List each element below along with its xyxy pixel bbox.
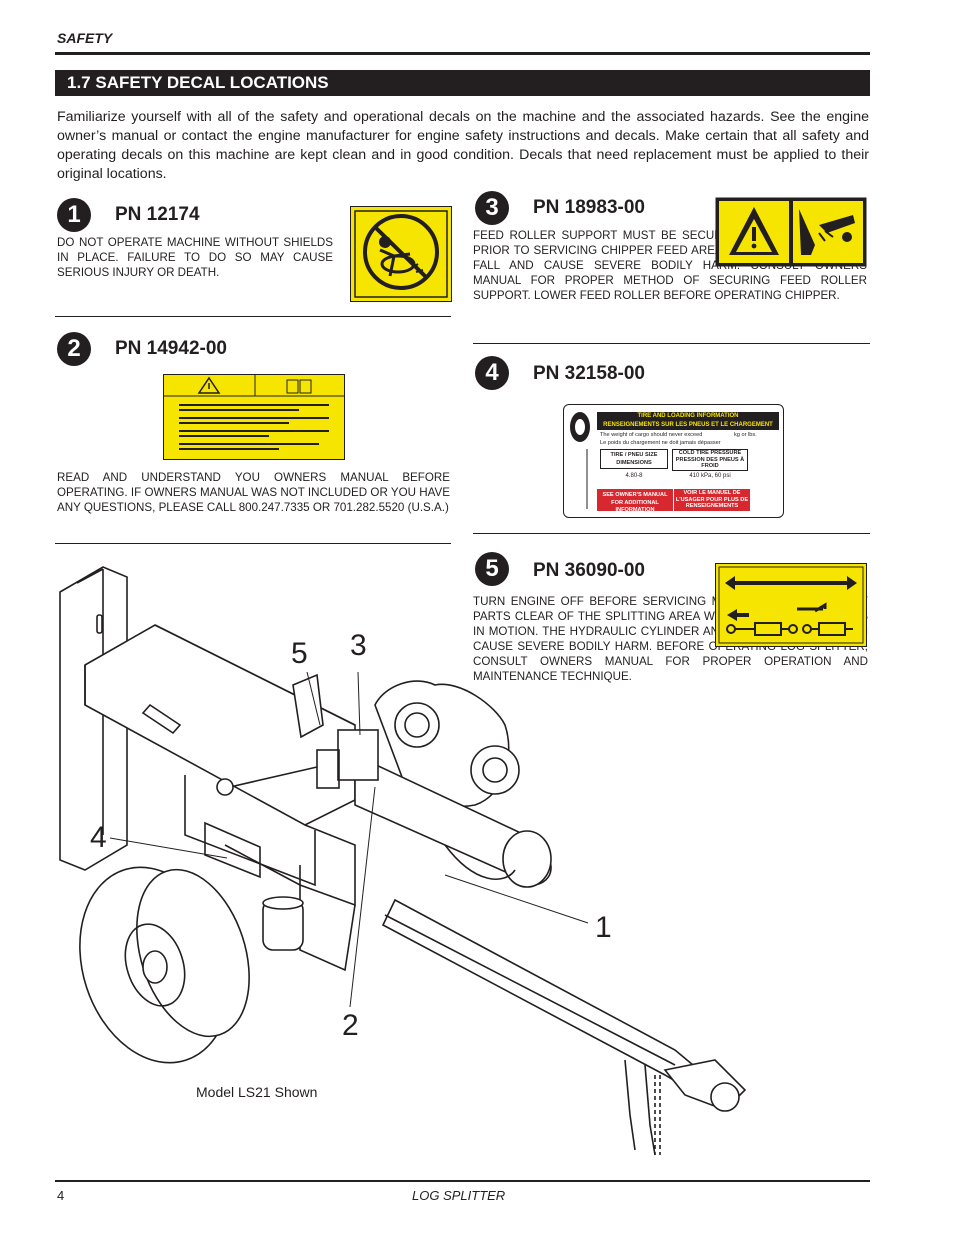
log-splitter-diagram: 5 3 4 1 2 bbox=[59, 566, 747, 1156]
decal-5-number: 5 bbox=[475, 552, 509, 586]
tire-see-fr: VOIR LE MANUEL DE L'USAGER POUR PLUS DE … bbox=[674, 489, 750, 511]
section-title: 1.7 SAFETY DECAL LOCATIONS bbox=[67, 73, 329, 92]
callout-1: 1 bbox=[595, 911, 612, 944]
tire-unit-lbs: lbs. bbox=[748, 432, 757, 438]
tire-pressure-value: 410 kPa, 60 psi bbox=[689, 473, 731, 479]
decal-1-number: 1 bbox=[57, 198, 91, 232]
divider bbox=[473, 343, 870, 344]
decal-4-pn: PN 32158-00 bbox=[533, 363, 645, 384]
decal-4-number: 4 bbox=[475, 356, 509, 390]
header-section-label: SAFETY bbox=[57, 30, 113, 46]
callout-3: 3 bbox=[350, 629, 367, 662]
intro-paragraph: Familiarize yourself with all of the saf… bbox=[57, 109, 869, 182]
decal-2-image bbox=[163, 374, 345, 465]
decal-4-tire-label: TIRE AND LOADING INFORMATION RENSEIGNEME… bbox=[563, 404, 784, 518]
tire-title-fr: RENSEIGNEMENTS SUR LES PNEUS ET LE CHARG… bbox=[603, 422, 773, 428]
footer-rule bbox=[55, 1180, 870, 1182]
callout-5: 5 bbox=[291, 637, 308, 670]
tire-icon bbox=[570, 412, 590, 509]
tire-weight-en: The weight of cargo should never exceed bbox=[600, 432, 703, 438]
section-title-bar: 1.7 SAFETY DECAL LOCATIONS bbox=[55, 70, 870, 96]
diagram-caption: Model LS21 Shown bbox=[196, 1084, 318, 1100]
decal-1-pn: PN 12174 bbox=[115, 204, 200, 225]
callout-4: 4 bbox=[90, 821, 107, 854]
callout-2: 2 bbox=[342, 1009, 359, 1042]
tire-size-value: 4.80-8 bbox=[625, 473, 643, 479]
divider bbox=[55, 543, 451, 544]
footer-title: LOG SPLITTER bbox=[412, 1188, 506, 1203]
decal-5-pn: PN 36090-00 bbox=[533, 560, 645, 581]
tire-unit-kg: kg or bbox=[734, 432, 747, 438]
divider bbox=[473, 533, 870, 534]
page-number: 4 bbox=[57, 1188, 65, 1203]
tire-weight-fr: Le poids du chargement ne doit jamais dé… bbox=[600, 439, 721, 446]
tire-col1-header: TIRE / PNEU SIZE DIMENSIONS bbox=[600, 449, 668, 469]
tire-title-en: TIRE AND LOADING INFORMATION bbox=[637, 413, 739, 419]
divider bbox=[55, 316, 451, 317]
header-rule bbox=[55, 52, 870, 55]
decal-1-text: Do not operate machine without shields i… bbox=[57, 236, 333, 279]
tire-see-en: SEE OWNER'S MANUAL FOR ADDITIONAL INFORM… bbox=[597, 489, 673, 513]
decal-3-image bbox=[715, 197, 867, 272]
decal-1-image bbox=[350, 206, 452, 307]
decal-2-text: Read and understand you owners manual be… bbox=[57, 471, 450, 514]
decal-2-pn: PN 14942-00 bbox=[115, 338, 227, 359]
decal-2-number: 2 bbox=[57, 332, 91, 366]
decal-5-image bbox=[715, 563, 867, 652]
decal-3-pn: PN 18983-00 bbox=[533, 197, 645, 218]
tire-col2-header: COLD TIRE PRESSURE PRESSION DES PNEUS À … bbox=[672, 449, 748, 471]
decal-3-number: 3 bbox=[475, 191, 509, 225]
